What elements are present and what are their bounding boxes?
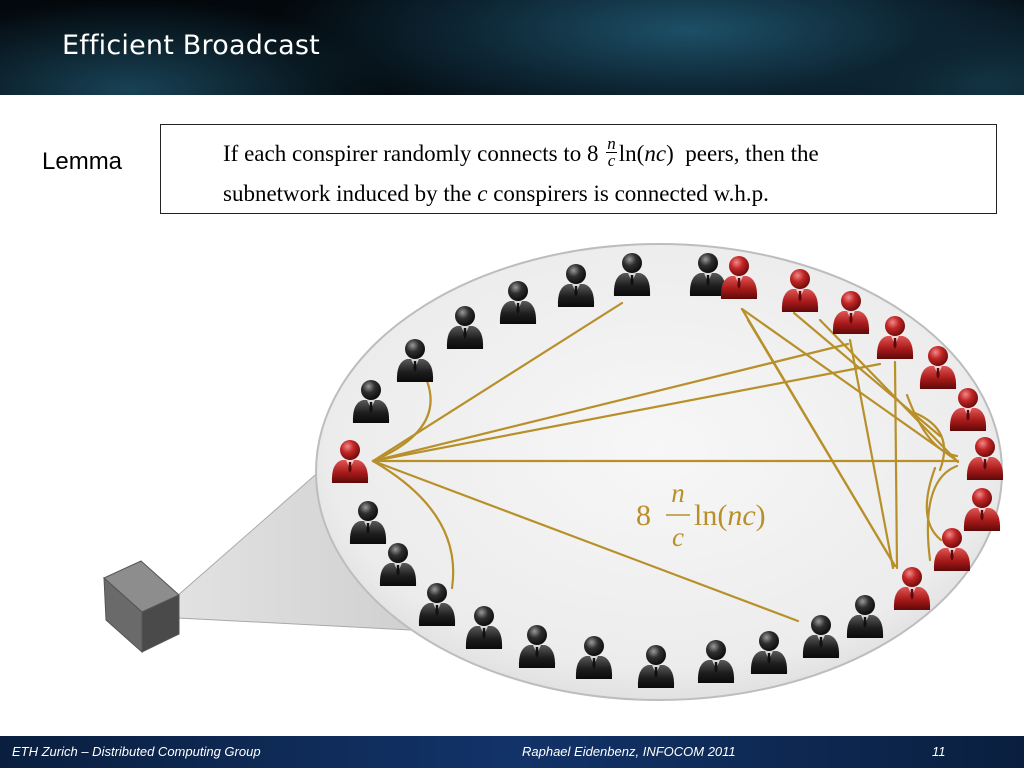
footer-author: Raphael Eidenbenz, INFOCOM 2011 [522,744,736,759]
slide-title: Efficient Broadcast [62,30,320,61]
formula-ln-arg: nc [727,499,755,532]
lemma-text-b: peers, then the [685,140,819,166]
formula-coef: 8 [636,499,651,532]
cube-icon [103,560,180,654]
edge [848,338,895,570]
formula-den: c [672,522,684,552]
edge [818,318,960,464]
network-ellipse [315,243,1003,701]
diagram-formula: 8 n c ln(nc) [636,478,766,552]
formula-ln-text: ln( [694,499,727,532]
edge [893,360,899,570]
lemma-label: Lemma [42,148,123,175]
lemma-var-c: c [477,181,488,206]
formula-ln: ln(nc) [694,499,766,532]
lemma-fraction: n c [606,134,617,170]
lemma-line-2: subnetwork induced by the c conspirers i… [223,181,769,207]
lemma-text-c: subnetwork induced by the [223,181,472,206]
lemma-frac-num: n [606,134,617,153]
edge [925,466,943,542]
lemma-ln-arg: nc [644,140,667,166]
lemma-line-1: If each conspirer randomly connects to 8… [223,134,819,172]
lemma-box: If each conspirer randomly connects to 8… [160,124,997,214]
edge [371,342,850,463]
edge [371,459,455,590]
slide-header: Efficient Broadcast [0,0,1024,95]
lemma-text-d: conspirers is connected w.h.p. [493,181,769,206]
lemma-ln-close: ) [666,140,674,166]
lemma-text-a: If each conspirer randomly connects to 8 [223,140,599,166]
edge [926,464,959,562]
edge [913,411,946,472]
edge [740,307,958,462]
edge [371,362,882,463]
edge [371,379,432,463]
lemma-frac-den: c [607,151,616,170]
edge [371,459,800,623]
edge [905,393,959,458]
lemma-ln: ln( [618,140,645,166]
edge [746,318,897,568]
conspirer-edges [371,301,960,623]
footer-page-number: 11 [932,744,946,759]
footer-affiliation: ETH Zurich – Distributed Computing Group [12,744,261,759]
slide-footer: ETH Zurich – Distributed Computing Group… [0,736,1024,768]
formula-num: n [671,478,685,508]
formula-ln-close: ) [756,499,766,532]
